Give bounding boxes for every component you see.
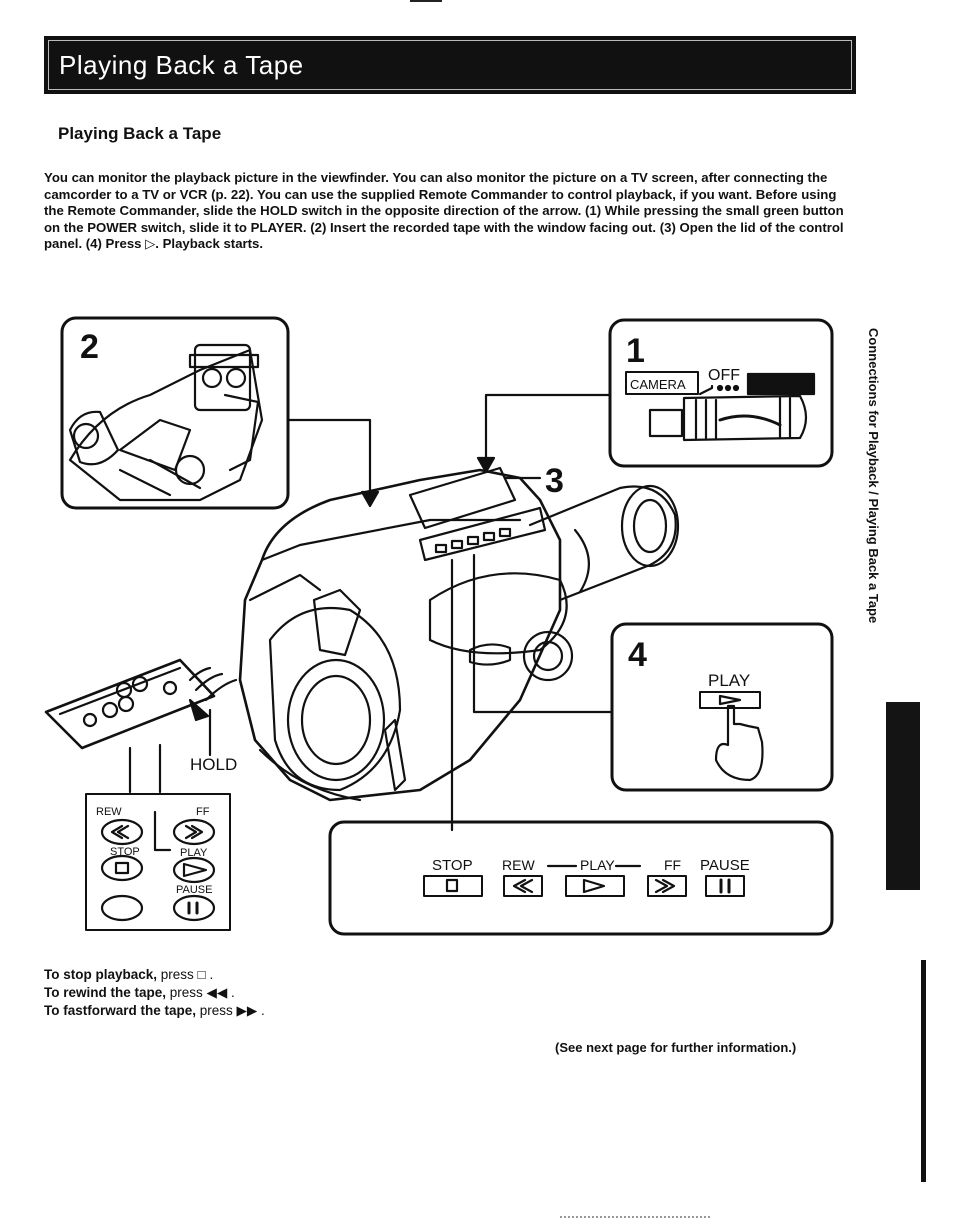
remote-hold-label: HOLD: [190, 755, 237, 774]
title-banner: Playing Back a Tape: [44, 36, 856, 94]
remote-pause-label: PAUSE: [176, 884, 212, 896]
section-subtitle: Playing Back a Tape: [58, 124, 222, 143]
step2-number: 2: [80, 328, 99, 366]
step1-camera-label: CAMERA: [630, 377, 686, 392]
control-panel-detail: [328, 820, 834, 936]
camcorder-illustration: [238, 466, 680, 802]
panel-pause-label: PAUSE: [700, 857, 750, 874]
banner-title: Playing Back a Tape: [48, 40, 852, 90]
usage-notes: To stop playback, press □ . To rewind th…: [44, 966, 265, 1020]
step4-play-label: PLAY: [708, 671, 750, 690]
remote-ff-label: FF: [196, 806, 210, 818]
top-rule: [410, 0, 442, 2]
panel-stop-label: STOP: [432, 857, 473, 874]
footer-dots: [560, 1216, 710, 1220]
step1-off-label: OFF: [708, 367, 740, 384]
note-stop: To stop playback, press □ .: [44, 967, 214, 982]
note-fastforward: To fastforward the tape, press ▶▶ .: [44, 1003, 265, 1018]
right-edge-rule: [921, 960, 926, 1182]
panel-rew-label: REW: [502, 857, 535, 873]
panel-ff-label: FF: [664, 857, 681, 873]
note-rewind: To rewind the tape, press ◀◀ .: [44, 985, 235, 1000]
step1-panel: [608, 318, 834, 468]
intro-paragraph: You can monitor the playback picture in …: [44, 170, 844, 251]
remote-buttons-detail: [85, 793, 231, 931]
remote-stop-label: STOP: [110, 846, 140, 858]
playback-illustration: 2 1 CAMERA OFF: [44, 316, 834, 936]
step4-number: 4: [628, 636, 647, 674]
see-next-page-note: (See next page for further information.): [555, 1040, 797, 1055]
step2-panel: [60, 316, 290, 510]
step3-number: 3: [545, 462, 564, 500]
panel-play-label: PLAY: [580, 857, 615, 873]
remote-play-label: PLAY: [180, 847, 208, 859]
step1-number: 1: [626, 332, 645, 370]
remote-rew-label: REW: [96, 806, 122, 818]
step4-panel: [610, 622, 834, 792]
chapter-thumb-tab: [886, 702, 920, 890]
remote-commander: [44, 658, 238, 750]
